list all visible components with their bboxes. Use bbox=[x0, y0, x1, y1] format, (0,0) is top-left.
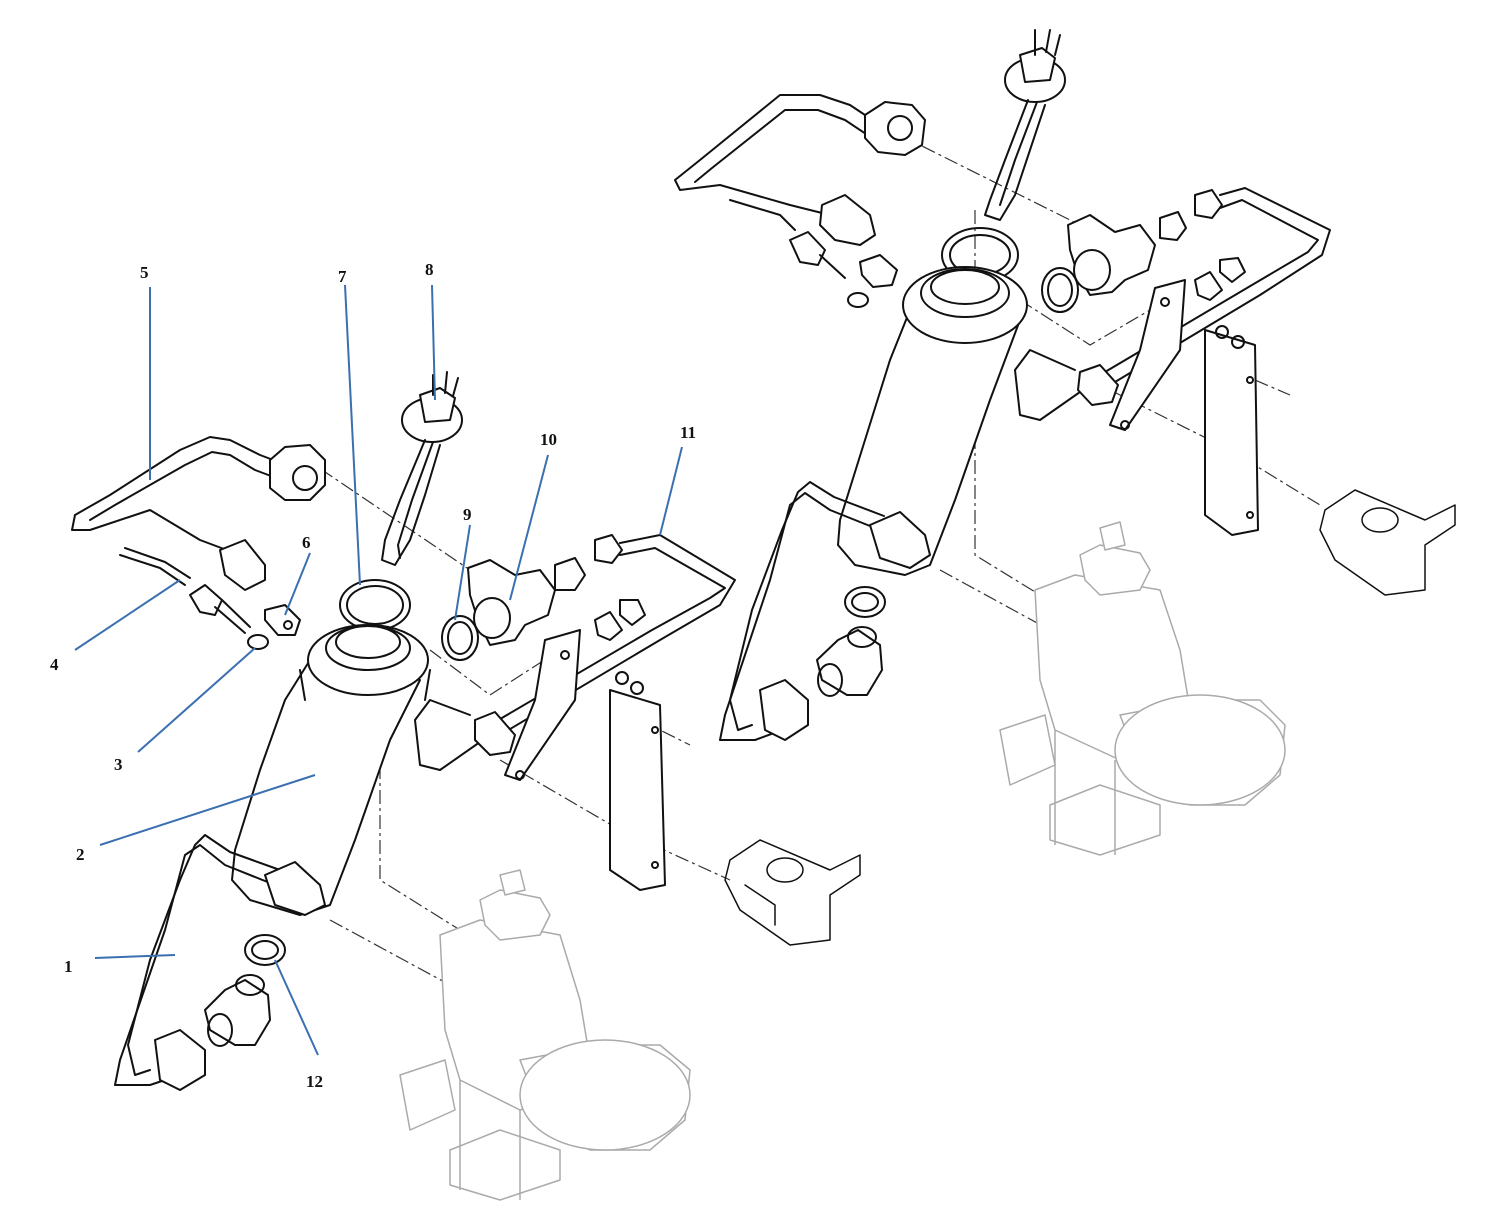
fitting-part-6 bbox=[264, 604, 301, 636]
solenoid-valve-ghost bbox=[724, 839, 861, 946]
callout-3: 3 bbox=[114, 755, 123, 774]
callout-7: 7 bbox=[338, 267, 347, 286]
heating-element-part-8 bbox=[381, 371, 463, 566]
leader-lines bbox=[74, 284, 683, 1056]
leader-1 bbox=[94, 954, 176, 959]
o-ring-part-12 bbox=[244, 934, 286, 966]
leader-8 bbox=[431, 284, 436, 401]
washer-part-3 bbox=[247, 634, 269, 650]
callout-11: 11 bbox=[680, 423, 696, 442]
boiler-cylinder-part-2 bbox=[231, 624, 431, 916]
leader-12 bbox=[274, 959, 319, 1056]
lower-elbow-fitting bbox=[204, 974, 271, 1047]
pump-body-ghost bbox=[399, 869, 691, 1201]
leader-7 bbox=[344, 284, 361, 586]
callout-1: 1 bbox=[64, 957, 73, 976]
elbow-fitting-part-10 bbox=[467, 534, 623, 646]
o-ring-part-9 bbox=[441, 615, 479, 661]
o-ring-part-7 bbox=[339, 579, 411, 631]
callout-6: 6 bbox=[302, 533, 311, 552]
leader-4 bbox=[74, 579, 181, 651]
mounting-bracket bbox=[504, 629, 666, 891]
left-assembly bbox=[71, 371, 861, 1201]
leader-10 bbox=[509, 454, 549, 601]
callout-5: 5 bbox=[140, 263, 149, 282]
right-tube-part-11 bbox=[414, 534, 736, 771]
right-assembly bbox=[674, 29, 1456, 856]
callout-8: 8 bbox=[425, 260, 434, 279]
leader-11 bbox=[659, 446, 683, 536]
callout-10: 10 bbox=[540, 430, 557, 449]
leader-3 bbox=[137, 647, 256, 753]
callout-4: 4 bbox=[50, 655, 59, 674]
upper-tube-part-5 bbox=[71, 436, 326, 591]
callout-2: 2 bbox=[76, 845, 85, 864]
leader-6 bbox=[284, 552, 311, 616]
sensor-probe-part-4 bbox=[119, 547, 251, 634]
leader-9 bbox=[454, 524, 471, 621]
callout-12: 12 bbox=[306, 1072, 323, 1091]
callout-labels: 1 2 3 4 5 6 7 8 9 10 11 12 bbox=[50, 260, 696, 1091]
callout-9: 9 bbox=[463, 505, 472, 524]
leader-2 bbox=[99, 774, 316, 846]
lower-tube-part-1 bbox=[114, 834, 326, 1091]
